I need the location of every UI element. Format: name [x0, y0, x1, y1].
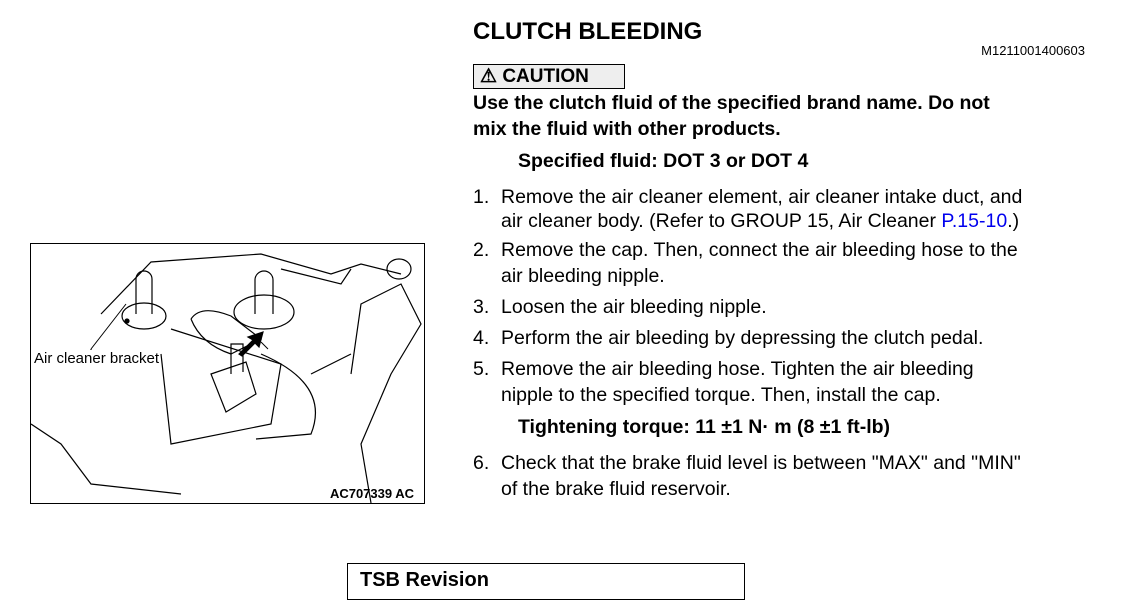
reference-link[interactable]: P.15-10: [941, 210, 1008, 232]
caution-text: mix the fluid with other products.: [473, 118, 781, 140]
document-id: M1211001400603: [981, 43, 1085, 58]
specified-fluid: Specified fluid: DOT 3 or DOT 4: [518, 150, 809, 172]
tsb-revision-box: TSB Revision: [347, 563, 745, 600]
figure-illustration: Air cleaner bracket AC707339 AC: [30, 243, 425, 504]
figure-code: AC707339 AC: [329, 486, 414, 501]
step-1-cont: air cleaner body. (Refer to GROUP 15, Ai…: [501, 210, 1020, 232]
step-5: 5.Remove the air bleeding hose. Tighten …: [473, 358, 974, 380]
warning-triangle-icon: ⚠: [480, 66, 498, 87]
callout-label: Air cleaner bracket: [34, 350, 160, 367]
caution-badge: ⚠ CAUTION: [473, 64, 625, 89]
step-4: 4.Perform the air bleeding by depressing…: [473, 327, 984, 349]
clutch-illustration: [30, 253, 422, 504]
step-2-cont: air bleeding nipple.: [501, 265, 665, 287]
step-3: 3.Loosen the air bleeding nipple.: [473, 296, 767, 318]
step-6-cont: of the brake fluid reservoir.: [501, 478, 731, 500]
step-6: 6.Check that the brake fluid level is be…: [473, 452, 1021, 474]
tightening-torque: Tightening torque: 11 ±1 N· m (8 ±1 ft-l…: [518, 416, 891, 438]
page-title: CLUTCH BLEEDING: [473, 18, 703, 45]
step-2: 2.Remove the cap. Then, connect the air …: [473, 239, 1018, 261]
caution-text: Use the clutch fluid of the specified br…: [473, 92, 990, 114]
step-5-cont: nipple to the specified torque. Then, in…: [501, 384, 941, 406]
step-1: 1.Remove the air cleaner element, air cl…: [473, 186, 1023, 208]
